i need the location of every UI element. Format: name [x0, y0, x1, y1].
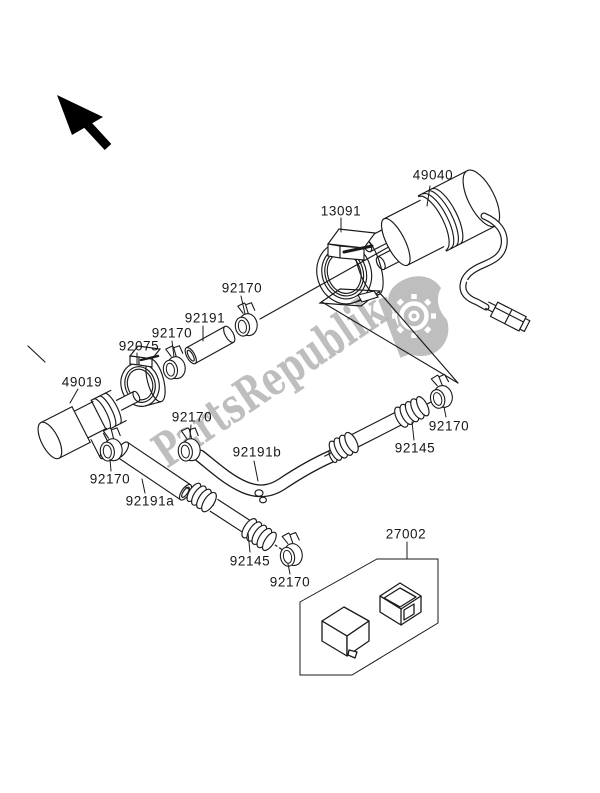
label-leader-lines: [69, 185, 447, 575]
part-label: 13091: [320, 203, 362, 219]
part-label: 27002: [385, 526, 427, 542]
leader-line: [240, 295, 246, 315]
part-label: 92191a: [125, 493, 175, 509]
leader-line: [426, 185, 431, 207]
leader-line: [411, 421, 415, 441]
damper-spring-92145-bottom: [184, 482, 287, 553]
part-label: 92145: [229, 553, 271, 569]
part-label: 92191: [184, 310, 226, 326]
relay-holder: [379, 582, 422, 626]
pump-wire: [459, 212, 508, 311]
leader-line: [247, 532, 251, 553]
leader-line: [171, 340, 175, 358]
relay-unit: [321, 606, 370, 659]
relay-box-27002: [299, 558, 439, 676]
damper-spring-92145-right: [324, 396, 436, 461]
part-label: 49019: [61, 374, 103, 390]
hose-clamp-92170: [275, 530, 305, 569]
part-label: 92170: [89, 471, 131, 487]
leader-line: [443, 406, 447, 418]
pump-holder-13091: [316, 228, 384, 305]
part-label: 49040: [412, 167, 454, 183]
fuel-pump-49040: [362, 169, 501, 271]
watermark-logo gear-flag-icon: [378, 276, 449, 358]
leader-line: [253, 460, 259, 482]
arrow-cursor-icon: [57, 95, 112, 151]
axis-line-tip: [27, 345, 46, 363]
part-label: 92145: [394, 440, 436, 456]
wire-connector: [485, 301, 531, 333]
part-label: 92170: [151, 325, 193, 341]
filter-holder-92075: [120, 345, 166, 407]
fuel-hose-92191b: [193, 448, 339, 504]
fuel-tube-92191: [184, 325, 236, 365]
leader-line-b: [378, 291, 459, 384]
part-label: 92191b: [232, 444, 282, 460]
part-label: 92170: [269, 574, 311, 590]
leader-line: [109, 458, 112, 472]
leader-line: [141, 478, 146, 494]
part-label: 92075: [118, 338, 160, 354]
part-label: 92170: [221, 280, 263, 296]
hose-clamp-92170: [230, 300, 260, 339]
leader-line-a: [321, 301, 459, 384]
fuel-filter-49019: [37, 389, 141, 460]
part-label: 92170: [428, 418, 470, 434]
leader-line: [189, 424, 192, 438]
leader-line: [287, 563, 291, 575]
part-label: 92170: [171, 409, 213, 425]
leader-line: [69, 388, 79, 404]
